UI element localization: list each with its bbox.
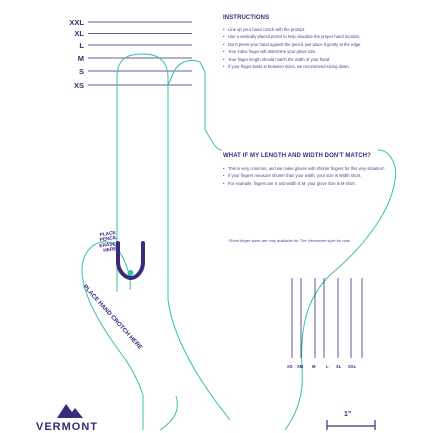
size-label-xs: XS xyxy=(73,80,84,90)
width-gauge-lines xyxy=(291,278,363,358)
one-inch-scale-bar xyxy=(326,420,376,430)
instruction-item: Your finger length should match the widt… xyxy=(223,57,401,63)
instruction-item: If your finger lands in between sizes, w… xyxy=(223,64,401,70)
size-label-l: L xyxy=(79,40,84,50)
instructions-title: INSTRUCTIONS xyxy=(223,15,270,21)
mismatch-title: WHAT IF MY LENGTH AND WIDTH DON'T MATCH? xyxy=(223,153,371,159)
one-inch-label: 1" xyxy=(344,411,352,418)
gauge-label-xl: XL xyxy=(336,364,342,369)
mismatch-item: For example, fingers are S and width is … xyxy=(223,181,401,187)
size-label-xxl: XXL xyxy=(69,17,84,27)
size-label-xl: XL xyxy=(74,29,84,38)
instructions-list: Line up your hand crotch with the prompt… xyxy=(223,27,401,71)
instruction-item: Your index finger will determine your gl… xyxy=(223,49,401,55)
size-label-m: M xyxy=(77,53,84,63)
place-pencil-label: PLACE PENCIL ERASER HERE xyxy=(99,230,120,255)
mismatch-item: This is very common, and we make gloves … xyxy=(223,166,401,172)
gauge-label-l: L xyxy=(326,364,329,369)
instruction-item: Don't press your hand against the pencil… xyxy=(223,42,401,48)
gauge-label-m: M xyxy=(312,364,316,369)
size-label-s: S xyxy=(78,66,84,76)
gauge-label-xs: XS xyxy=(287,364,293,369)
mismatch-item: If your fingers measure shorter than you… xyxy=(223,173,401,179)
gauge-label-xxl: XXL xyxy=(348,364,357,369)
instruction-item: Use a vertically placed pencil to help v… xyxy=(223,34,401,40)
crotch-indicator xyxy=(116,241,145,281)
gauge-label-sm: SM xyxy=(297,364,304,369)
size-guide-lines xyxy=(88,21,192,86)
brand-name: VERMONT xyxy=(36,421,98,433)
instruction-item: Line up your hand crotch with the prompt… xyxy=(223,27,401,33)
short-finger-note: *Short finger sizes are only available f… xyxy=(228,238,351,243)
mountain-logo-icon xyxy=(57,404,83,418)
mismatch-list: This is very common, and we make gloves … xyxy=(223,166,401,188)
hand-outline xyxy=(81,53,397,430)
